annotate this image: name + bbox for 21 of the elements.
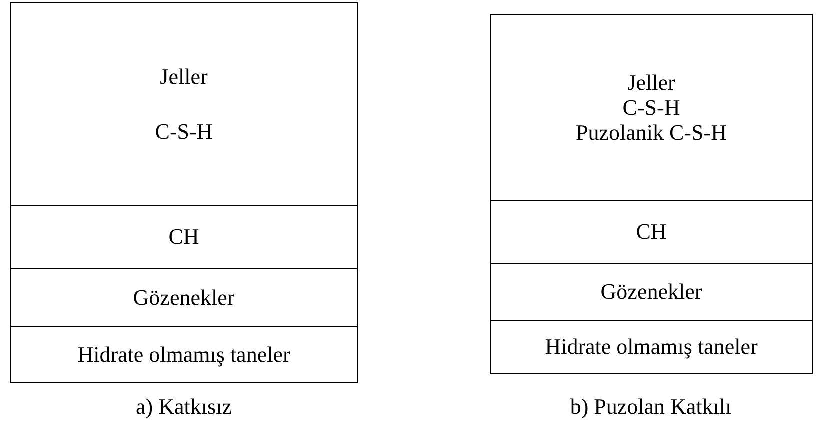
layer-box (490, 263, 813, 321)
layer-box (10, 2, 358, 206)
layer-box (490, 320, 813, 374)
layer-label: Gözenekler (600, 279, 702, 305)
layer-label: Jeller (628, 70, 676, 95)
layer-label: Puzolanik C-S-H (576, 120, 727, 146)
layer-label: CH (636, 219, 667, 245)
layer-label: C-S-H (155, 119, 213, 144)
layer-box (490, 14, 813, 201)
layer-label: Hidrate olmamış taneler (545, 334, 758, 360)
layer-label: Hidrate olmamış taneler (78, 342, 290, 368)
layer-label: Jeller (160, 64, 208, 89)
layer-box (10, 205, 358, 269)
layer-label: CH (168, 224, 200, 250)
caption: b) Puzolan Katkılı (570, 394, 732, 420)
layer-box (10, 268, 358, 327)
layer-label: Gözenekler (133, 284, 235, 310)
layer-box (10, 326, 358, 383)
layer-label: C-S-H (622, 94, 680, 120)
layer-box (490, 200, 813, 264)
caption: a) Katkısız (136, 394, 232, 420)
